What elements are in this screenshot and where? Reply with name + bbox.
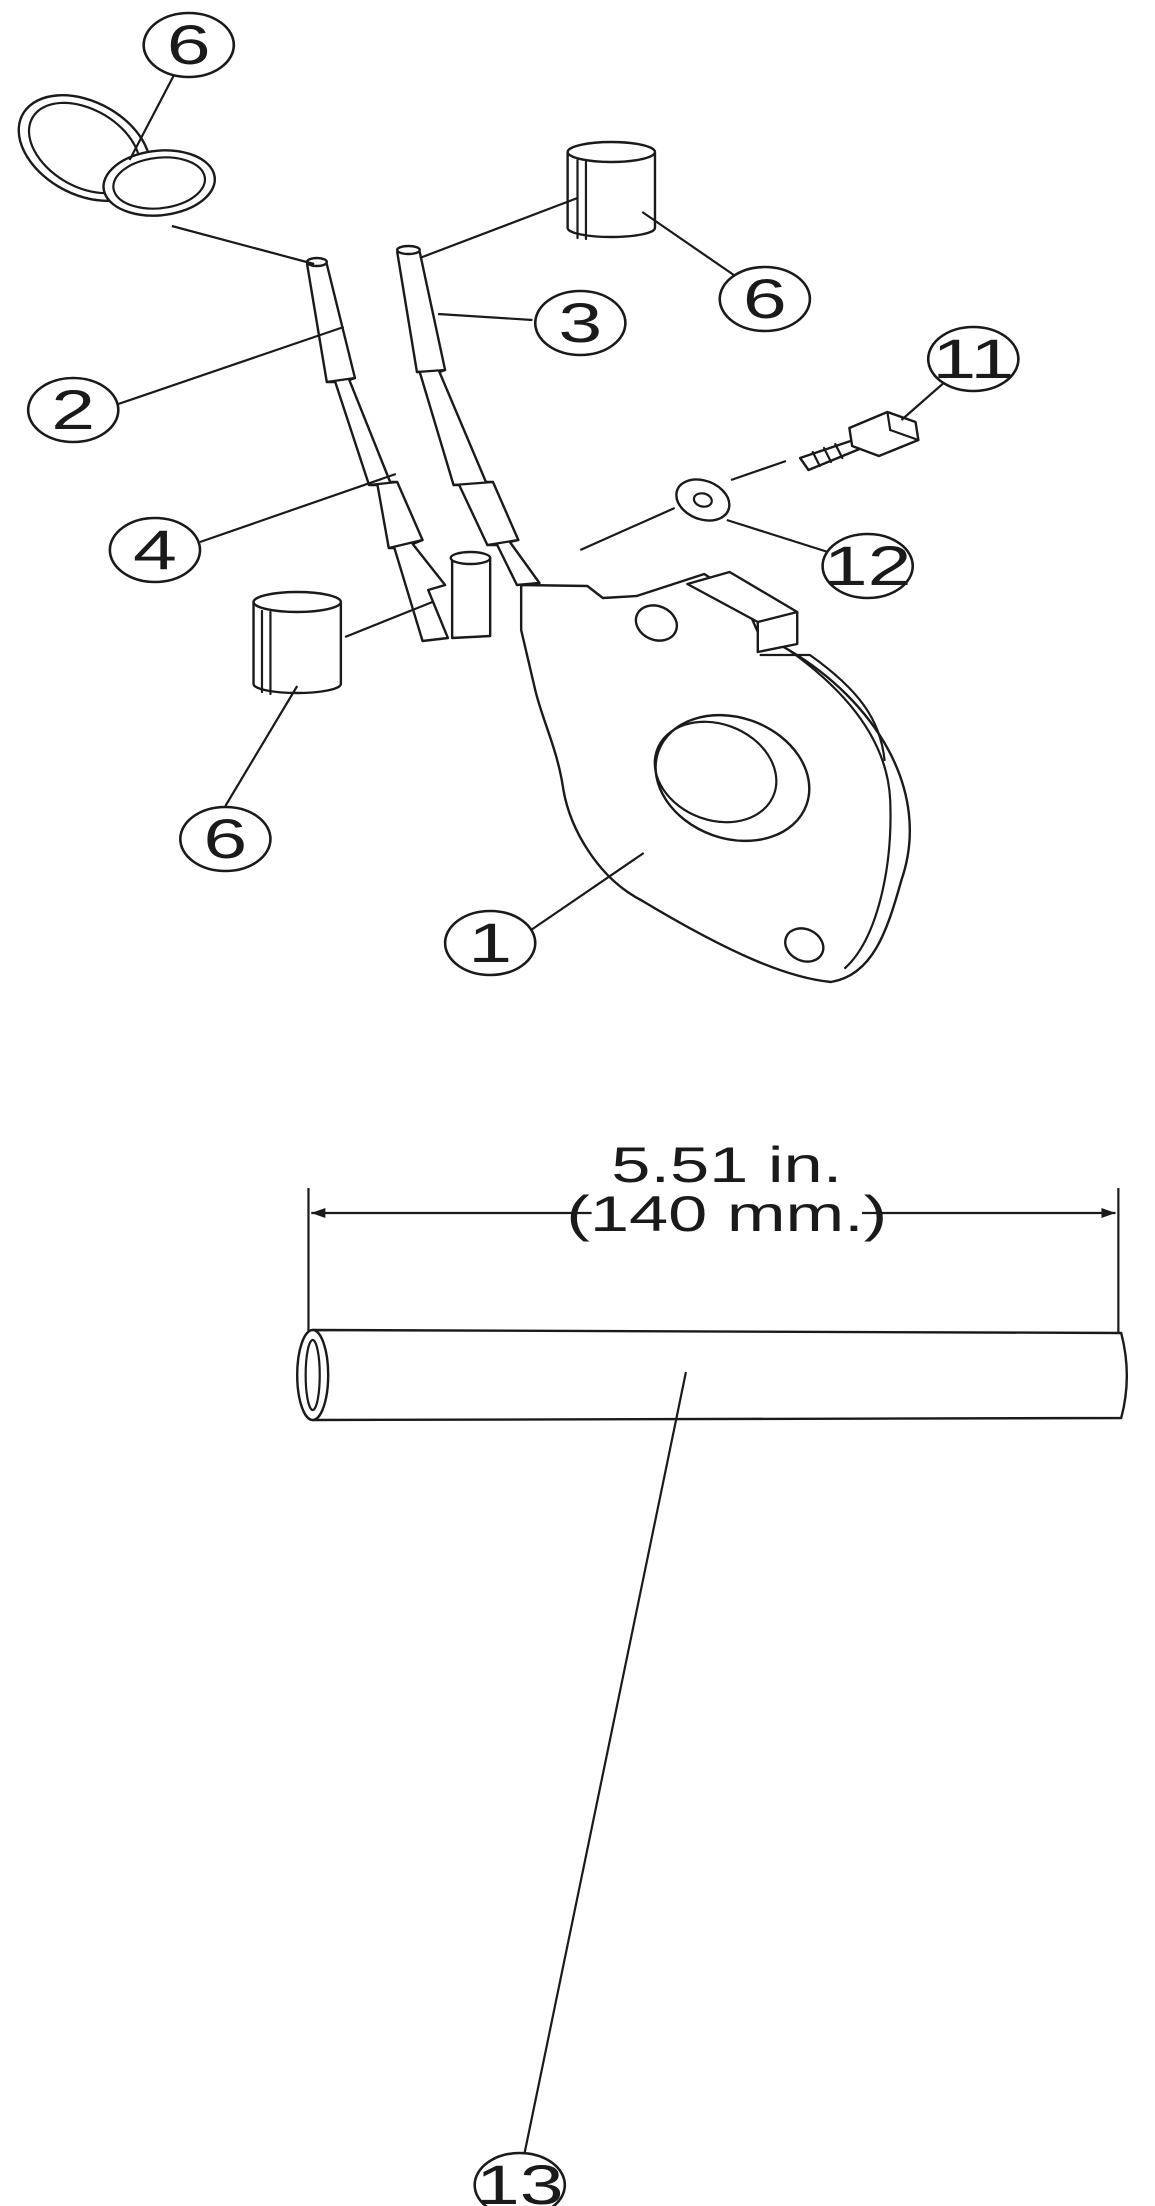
split-sleeve-top-part — [568, 142, 655, 239]
dimension-inches: 5.51 in. — [611, 1137, 842, 1193]
dimension-lines — [308, 1188, 1118, 1332]
callout-ring-top: 6 — [144, 13, 234, 77]
callout-number: 12 — [824, 535, 912, 597]
callout-pin-2: 2 — [28, 378, 118, 442]
callout-plate: 1 — [445, 911, 535, 975]
callout-number: 11 — [932, 328, 1014, 390]
callout-washer: 12 — [823, 534, 913, 598]
locator-post-part — [451, 552, 490, 638]
callout-screw: 11 — [928, 327, 1018, 391]
callout-pin-4: 4 — [110, 518, 200, 582]
callout-number: 6 — [167, 14, 211, 76]
callout-number: 2 — [51, 379, 95, 441]
pin-2-4-part — [307, 258, 448, 641]
split-sleeve-left-part — [254, 592, 341, 694]
callout-pin-3: 3 — [535, 291, 625, 355]
callout-number: 13 — [476, 2154, 564, 2206]
callout-tube: 13 — [475, 2153, 565, 2206]
pin-3-part — [397, 246, 539, 585]
callout-number: 1 — [468, 912, 512, 974]
callout-sleeve-top: 6 — [720, 267, 810, 331]
callout-number: 3 — [558, 292, 602, 354]
callout-number: 6 — [203, 808, 247, 870]
callout-number: 4 — [133, 519, 177, 581]
leader-lines — [118, 63, 949, 2156]
callout-sleeve-left: 6 — [180, 807, 270, 871]
hex-screw-part — [800, 412, 918, 470]
o-ring-part — [0, 78, 225, 225]
tube-part — [297, 1330, 1127, 1420]
washer-part — [665, 472, 740, 528]
mounting-plate-part — [521, 572, 910, 982]
callout-number: 6 — [743, 268, 787, 330]
dimension-millimeters: (140 mm.) — [566, 1186, 887, 1242]
